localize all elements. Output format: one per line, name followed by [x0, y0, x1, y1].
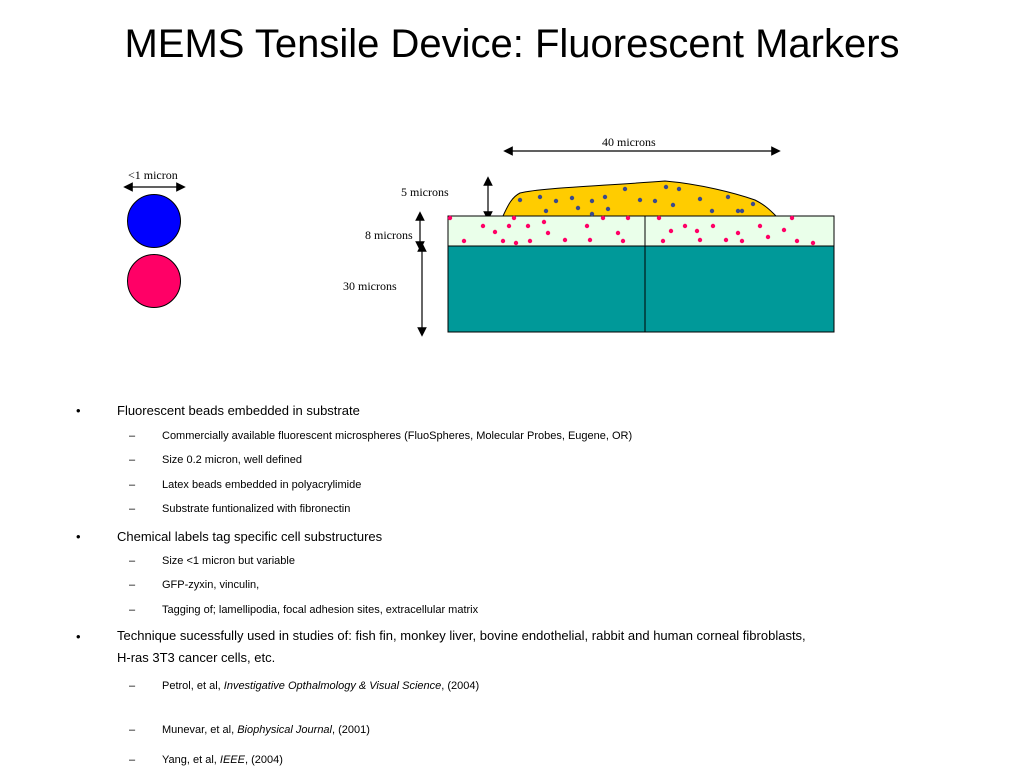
bead-dot-group: [447, 215, 816, 246]
bullet-mark: •: [76, 403, 81, 418]
bead-dot: [757, 223, 763, 229]
substrate-block: [447, 245, 835, 333]
bead-layer: [447, 215, 835, 247]
bead-dot: [513, 240, 519, 246]
bead-dot: [480, 223, 486, 229]
cell-dot: [739, 208, 745, 214]
dash-mark: –: [129, 479, 136, 491]
bead-dot: [541, 219, 547, 225]
dash-mark: –: [129, 604, 136, 616]
bead-dot: [584, 223, 590, 229]
bullet-mark: •: [76, 529, 81, 544]
bead-dot: [511, 215, 517, 221]
cell-dot: [663, 184, 669, 190]
bead-dot: [781, 227, 787, 233]
cell-dot: [725, 194, 731, 200]
dash-mark: –: [129, 454, 136, 466]
bead-dot: [794, 238, 800, 244]
sub-bullet: Substrate funtionalized with fibronectin: [162, 503, 351, 515]
bullet-beads: Fluorescent beads embedded in substrate: [117, 403, 360, 418]
bead-dot: [810, 240, 816, 246]
bullet-labels: Chemical labels tag specific cell substr…: [117, 529, 383, 544]
cell-dot: [602, 194, 608, 200]
dash-mark: –: [129, 724, 136, 736]
cell-height-label: 5 microns: [401, 185, 449, 199]
scale-label: <1 micron: [128, 168, 178, 182]
bead-dot: [492, 229, 498, 235]
bullet-technique: Technique sucessfully used in studies of…: [117, 628, 806, 665]
bead-dot: [600, 215, 606, 221]
cell-dot: [652, 198, 658, 204]
width-label: 40 microns: [602, 135, 656, 149]
bead-dot: [682, 223, 688, 229]
cell-dot: [543, 208, 549, 214]
dash-mark: –: [129, 503, 136, 515]
cell-dot: [622, 186, 628, 192]
reference-petrol: Petrol, et al, Investigative Opthalmolog…: [162, 680, 480, 692]
bead-dot: [710, 223, 716, 229]
bead-dot: [461, 238, 467, 244]
reference-yang: Yang, et al, IEEE, (2004): [162, 754, 283, 766]
sub-bullet: GFP-zyxin, vinculin,: [162, 579, 260, 591]
bead-dot: [625, 215, 631, 221]
dash-mark: –: [129, 579, 136, 591]
cell-dot: [589, 211, 595, 217]
dash-mark: –: [129, 680, 136, 692]
bead-dot: [545, 230, 551, 236]
bead-dot: [620, 238, 626, 244]
bead-dot: [697, 237, 703, 243]
cell-dot: [575, 205, 581, 211]
cell-dot: [569, 195, 575, 201]
bead-dot: [765, 234, 771, 240]
substrate-label: 30 microns: [343, 279, 397, 293]
bead-dot: [656, 215, 662, 221]
cell-dot: [676, 186, 682, 192]
sub-bullet: Size <1 micron but variable: [162, 555, 295, 567]
sub-bullet: Latex beads embedded in polyacrylimide: [162, 479, 362, 491]
bead-dot: [562, 237, 568, 243]
cell-dot: [697, 196, 703, 202]
sub-bullet: Commercially available fluorescent micro…: [162, 430, 633, 442]
cell-dot-group: [517, 184, 756, 217]
dash-mark: –: [129, 754, 136, 766]
bullet-mark: •: [76, 629, 81, 644]
reference-munevar: Munevar, et al, Biophysical Journal, (20…: [162, 724, 370, 736]
pink-marker: [127, 254, 181, 308]
bead-dot: [739, 238, 745, 244]
bead-layer-label: 8 microns: [365, 228, 413, 242]
cell-dot: [670, 202, 676, 208]
bead-dot: [789, 215, 795, 221]
slide-title: MEMS Tensile Device: Fluorescent Markers: [124, 22, 900, 66]
bead-dot: [735, 230, 741, 236]
sub-bullet: Tagging of; lamellipodia, focal adhesion…: [162, 604, 479, 616]
bead-dot: [660, 238, 666, 244]
cell-dot: [735, 208, 741, 214]
bead-dot: [694, 228, 700, 234]
bead-dot: [506, 223, 512, 229]
dash-mark: –: [129, 555, 136, 567]
bead-dot: [587, 237, 593, 243]
bead-dot: [723, 237, 729, 243]
cell-dot: [709, 208, 715, 214]
bead-dot: [615, 230, 621, 236]
cell-dot: [589, 198, 595, 204]
bead-dot: [500, 238, 506, 244]
cell-dot: [605, 206, 611, 212]
bead-dot: [525, 223, 531, 229]
dash-mark: –: [129, 430, 136, 442]
cell-dot: [537, 194, 543, 200]
cell-dot: [517, 197, 523, 203]
bead-dot: [668, 228, 674, 234]
cell-dot: [637, 197, 643, 203]
bead-dot: [447, 215, 453, 221]
bead-dot: [527, 238, 533, 244]
blue-marker: [127, 194, 181, 248]
sub-bullet: Size 0.2 micron, well defined: [162, 454, 303, 466]
cell-dot: [750, 201, 756, 207]
cell-dot: [553, 198, 559, 204]
